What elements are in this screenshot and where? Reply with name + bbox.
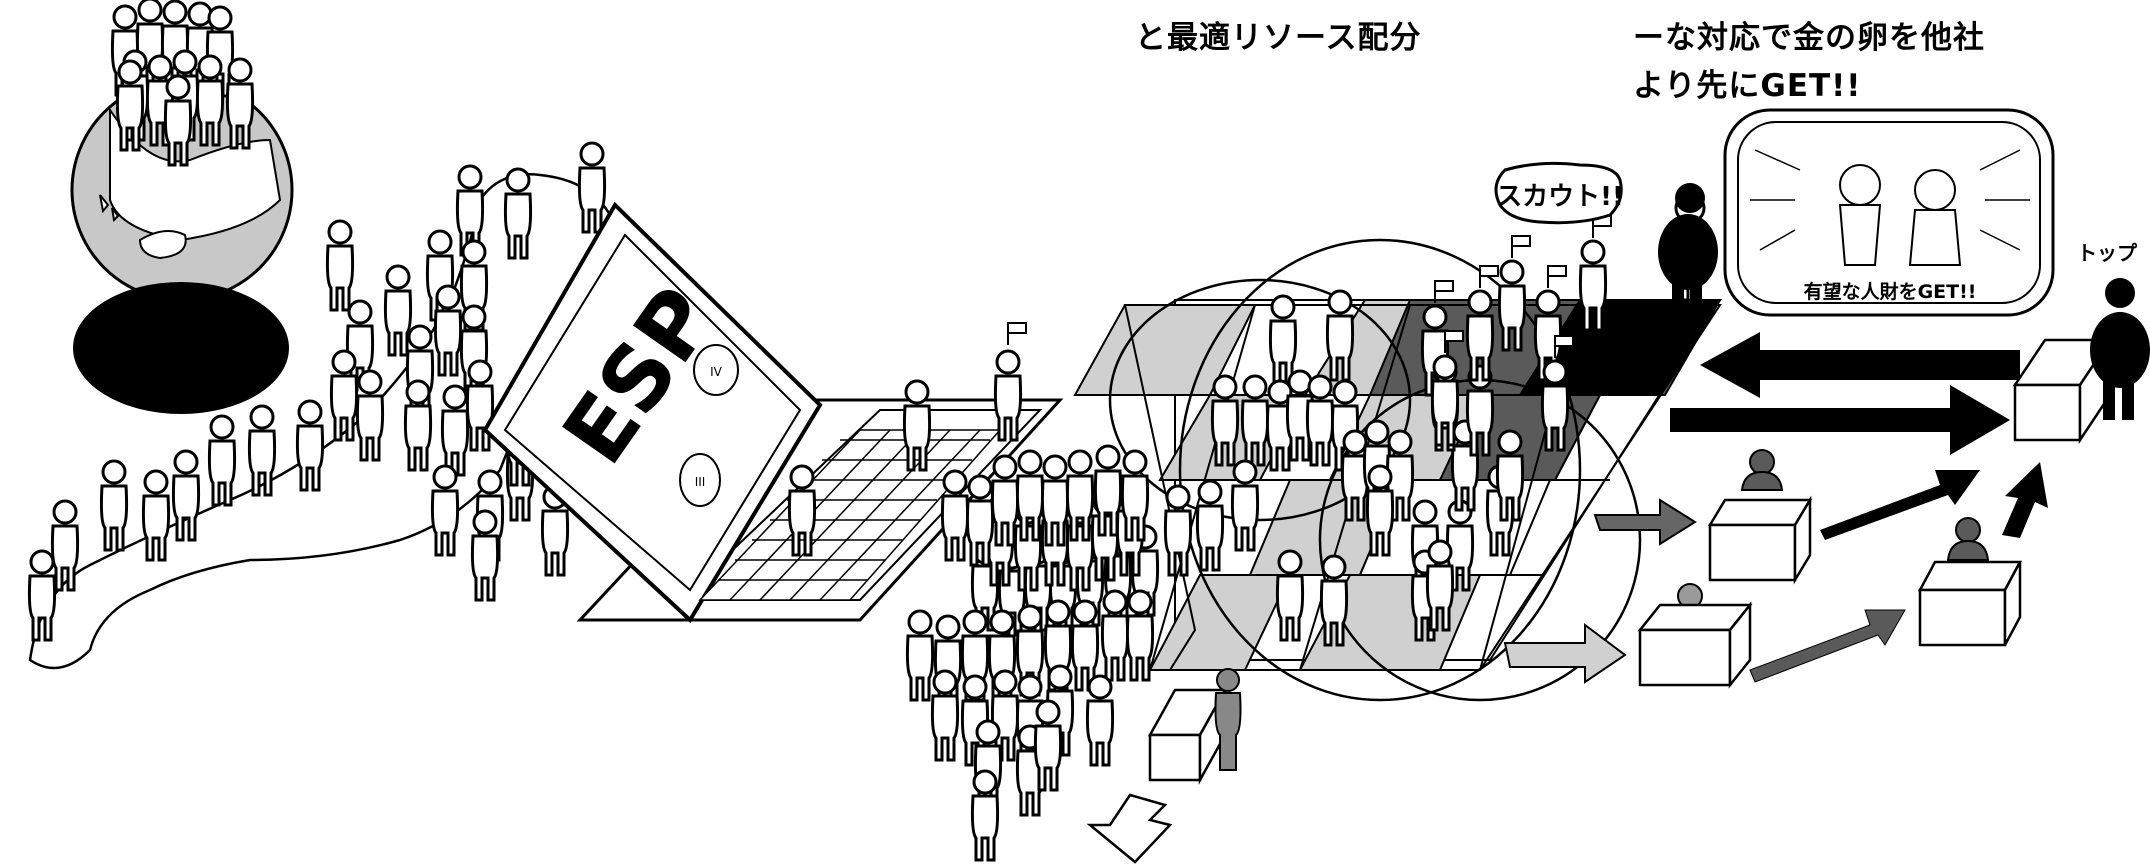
grey-arrow-upper xyxy=(1593,498,1697,546)
laptop-rank-iii: III xyxy=(695,475,706,489)
scout-bubble-text: スカウト!! xyxy=(1496,182,1624,212)
desk-right-lower xyxy=(1917,517,2023,647)
grey-diag-arrow xyxy=(1749,609,1906,683)
scout-silhouette xyxy=(1658,183,1718,302)
japan-map-icon xyxy=(28,173,642,670)
top-desk xyxy=(2012,335,2113,445)
exit-box xyxy=(1147,668,1242,785)
top-person xyxy=(2090,278,2150,420)
right-arrow-icon xyxy=(1670,385,2010,455)
desk-mid-upper xyxy=(1707,449,1813,585)
heading-golden-egg-line1: ーな対応で金の卵を他社 xyxy=(1633,20,1985,56)
down-left-arrow-icon xyxy=(1086,793,1173,864)
black-oval xyxy=(73,282,289,414)
desk-bottom xyxy=(1637,583,1753,689)
black-up-arrow xyxy=(2002,462,2048,538)
black-diag-arrow xyxy=(1820,470,1980,540)
laptop-rank-iv: IV xyxy=(710,365,723,379)
talent-panel-caption: 有望な人財をGET!! xyxy=(1804,280,1977,303)
iv-crowd xyxy=(905,444,1160,862)
top-label: トップ xyxy=(2077,241,2138,265)
heading-resource-allocation: と最適リソース配分 xyxy=(1135,20,1422,56)
talent-panel: 有望な人財をGET!! xyxy=(1723,108,2055,317)
grey-arrow-lower xyxy=(1503,623,1627,684)
globe-crowd xyxy=(110,0,255,167)
laptop-icon: ESP IV III xyxy=(482,201,1064,624)
left-arrow-icon xyxy=(1700,332,2020,398)
heading-golden-egg-line2: より先にGET!! xyxy=(1633,68,1862,104)
scout-bubble: スカウト!! xyxy=(1494,161,1624,225)
